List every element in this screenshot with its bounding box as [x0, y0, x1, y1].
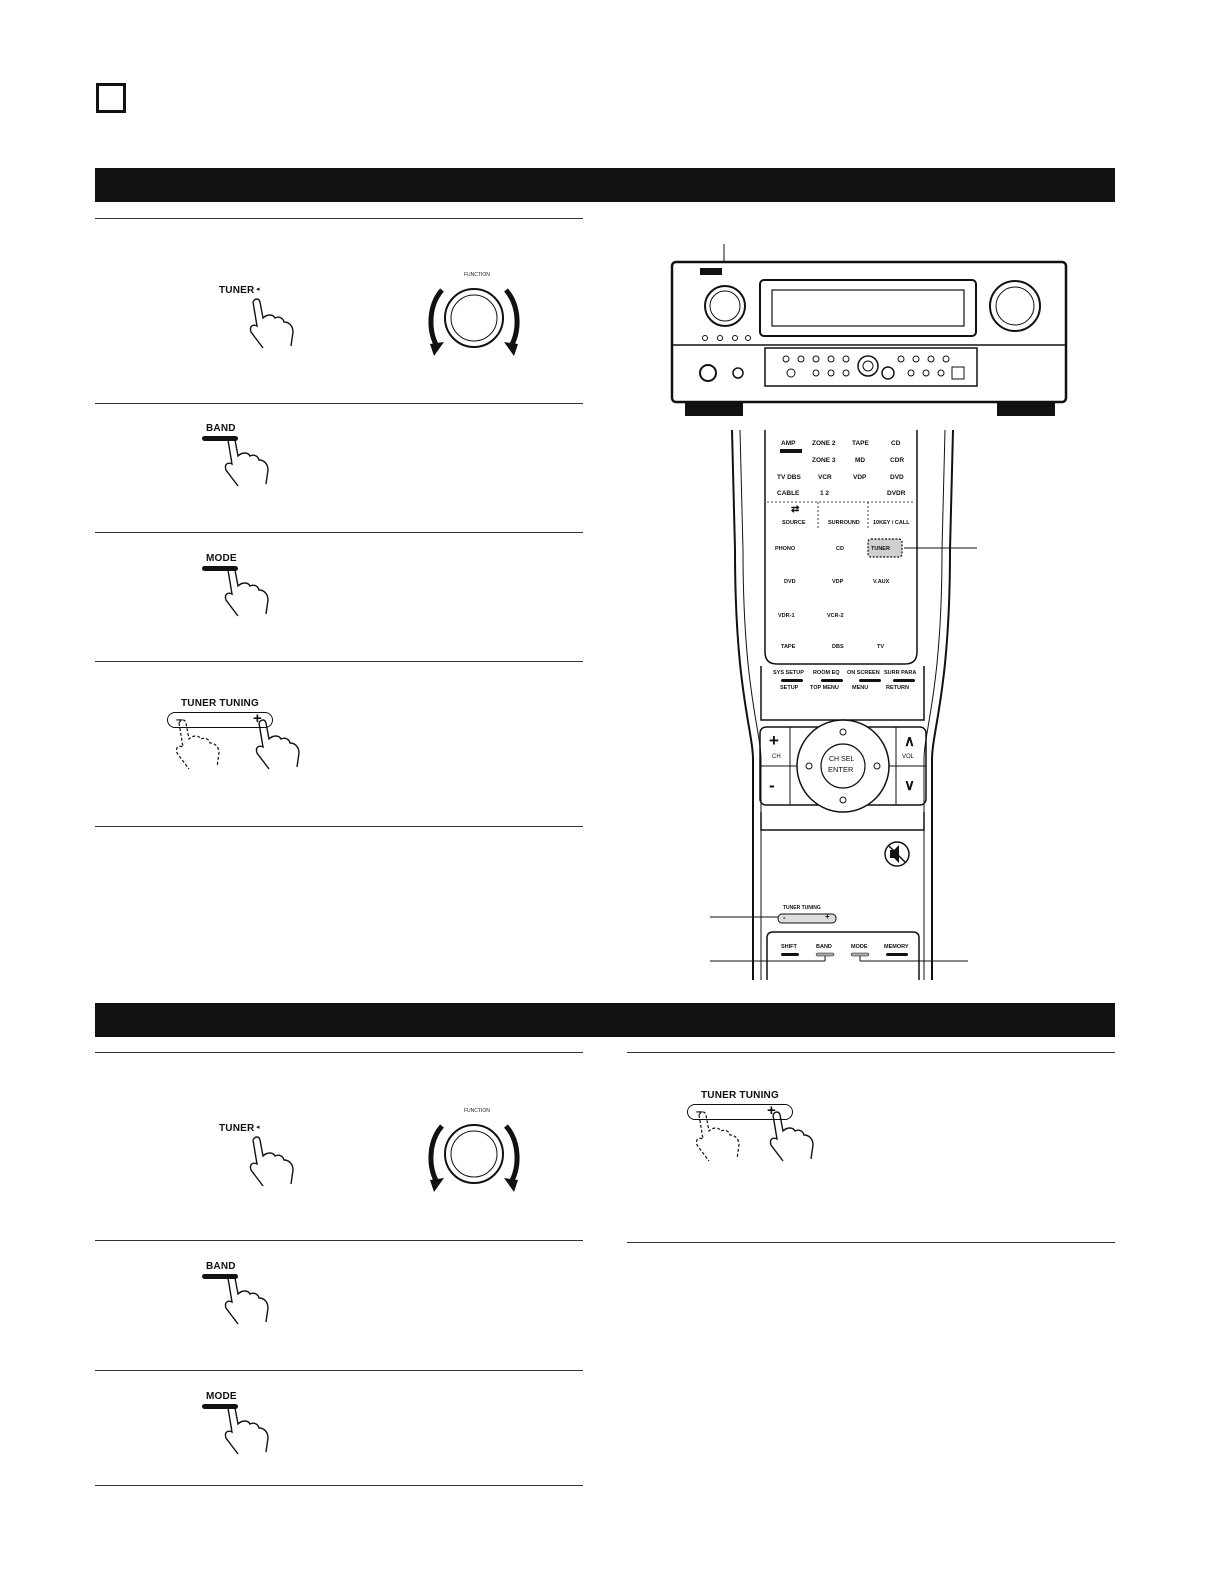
section-banner-top	[95, 168, 1115, 202]
pressing-hand-icon	[249, 1136, 294, 1187]
divider	[95, 218, 583, 219]
remote-tape-key[interactable]: TAPE	[852, 440, 869, 447]
rotate-knob-icon	[428, 1124, 520, 1192]
remote-band-key[interactable]: BAND	[816, 944, 832, 950]
remote-phono-key[interactable]: PHONO	[775, 546, 796, 552]
remote-vcr2-key[interactable]: VCR-2	[827, 613, 844, 619]
remote-cdr-key[interactable]: CDR	[890, 457, 905, 464]
tuner-tuning-illustration: TUNER TUNING – +	[685, 1087, 845, 1167]
mode-button-illustration: MODE	[200, 1388, 290, 1458]
divider	[95, 1052, 583, 1053]
tuning-minus-key[interactable]: -	[783, 913, 786, 922]
pressing-hand-icon	[224, 1404, 269, 1455]
swap-arrow-icon: ⇄	[791, 504, 800, 515]
pressing-hand-icon	[175, 719, 300, 770]
remote-labels: AMP ZONE 2 TAPE CD ZONE 3 MD CDR TV DBS …	[769, 440, 917, 950]
tuner-highlight-box	[867, 538, 903, 558]
section-banner-bottom	[95, 1003, 1115, 1037]
pressing-hand-icon	[249, 298, 294, 349]
divider	[95, 1240, 583, 1241]
remote-shift-key[interactable]: SHIFT	[781, 944, 797, 950]
remote-room-eq-key[interactable]: ROOM EQ	[813, 670, 840, 676]
remote-mode-key[interactable]: MODE	[851, 944, 868, 950]
band-button-illustration: BAND	[200, 1258, 290, 1328]
band-button-illustration: BAND	[200, 420, 290, 490]
divider	[627, 1242, 1115, 1243]
ch-minus-key[interactable]: -	[769, 776, 775, 795]
remote-tape-input-key[interactable]: TAPE	[781, 644, 796, 650]
tuning-plus-key[interactable]: +	[825, 912, 830, 921]
pressing-hand-icon	[695, 1111, 814, 1162]
remote-dvd-input-key[interactable]: DVD	[784, 579, 796, 585]
remote-10key-key[interactable]: 10KEY / CALL	[873, 520, 910, 526]
remote-tuner-key[interactable]: TUNER	[871, 546, 890, 552]
remote-surr-para-key[interactable]: SURR PARA	[884, 670, 917, 676]
remote-vcr-key[interactable]: VCR	[818, 474, 832, 481]
mode-button-illustration: MODE	[200, 550, 290, 620]
remote-dbs-key[interactable]: DBS	[832, 644, 844, 650]
divider	[95, 403, 583, 404]
vol-down-icon[interactable]: ∨	[904, 777, 915, 794]
remote-amp-key[interactable]: AMP	[781, 440, 796, 447]
remote-tvdbs-key[interactable]: TV DBS	[777, 474, 801, 481]
remote-on-screen-key[interactable]: ON SCREEN	[847, 670, 880, 676]
divider	[95, 1485, 583, 1486]
remote-zone2-key[interactable]: ZONE 2	[812, 440, 836, 447]
divider	[95, 1370, 583, 1371]
remote-cd-key[interactable]: CD	[891, 440, 901, 447]
ch-plus-key[interactable]: +	[769, 731, 779, 750]
pressing-hand-icon	[224, 1274, 269, 1325]
remote-12-key[interactable]: 1 2	[820, 490, 830, 497]
pressing-hand-icon	[224, 436, 269, 487]
remote-cable-key[interactable]: CABLE	[777, 490, 800, 497]
divider	[627, 1052, 1115, 1053]
enter-key[interactable]: ENTER	[828, 765, 854, 774]
remote-md-key[interactable]: MD	[855, 457, 866, 464]
rotate-knob-icon	[428, 288, 520, 356]
function-knob-illustration: FUNCTION	[420, 1108, 530, 1198]
remote-vdp-input-key[interactable]: VDP	[832, 579, 844, 585]
tuner-button-illustration: TUNER ◂	[215, 282, 315, 352]
pressing-hand-icon	[224, 566, 269, 617]
remote-vdr1-key[interactable]: VDR-1	[778, 613, 795, 619]
section-marker-box	[96, 83, 126, 113]
remote-tv-key[interactable]: TV	[877, 644, 885, 650]
remote-surround-key[interactable]: SURROUND	[828, 520, 860, 526]
remote-dvdr-key[interactable]: DVDR	[887, 490, 906, 497]
remote-dvd-key[interactable]: DVD	[890, 474, 904, 481]
tuner-label: TUNER	[219, 285, 255, 296]
remote-vaux-key[interactable]: V.AUX	[873, 579, 890, 585]
vol-up-icon[interactable]: ∧	[904, 733, 915, 750]
tuner-tuning-illustration: TUNER TUNING – +	[165, 695, 325, 775]
divider	[95, 826, 583, 827]
remote-memory-key[interactable]: MEMORY	[884, 944, 909, 950]
remote-source-key[interactable]: SOURCE	[782, 520, 806, 526]
function-knob-illustration: FUNCTION	[420, 272, 530, 362]
receiver-front-panel	[670, 244, 1068, 416]
remote-control	[710, 430, 977, 980]
remote-cd-input-key[interactable]: CD	[836, 546, 844, 552]
divider	[95, 532, 583, 533]
remote-vdp-key[interactable]: VDP	[853, 474, 867, 481]
tuner-button-illustration: TUNER ◂	[215, 1120, 315, 1190]
remote-sys-setup-key[interactable]: SYS SETUP	[773, 670, 804, 676]
remote-zone3-key[interactable]: ZONE 3	[812, 457, 836, 464]
divider	[95, 661, 583, 662]
